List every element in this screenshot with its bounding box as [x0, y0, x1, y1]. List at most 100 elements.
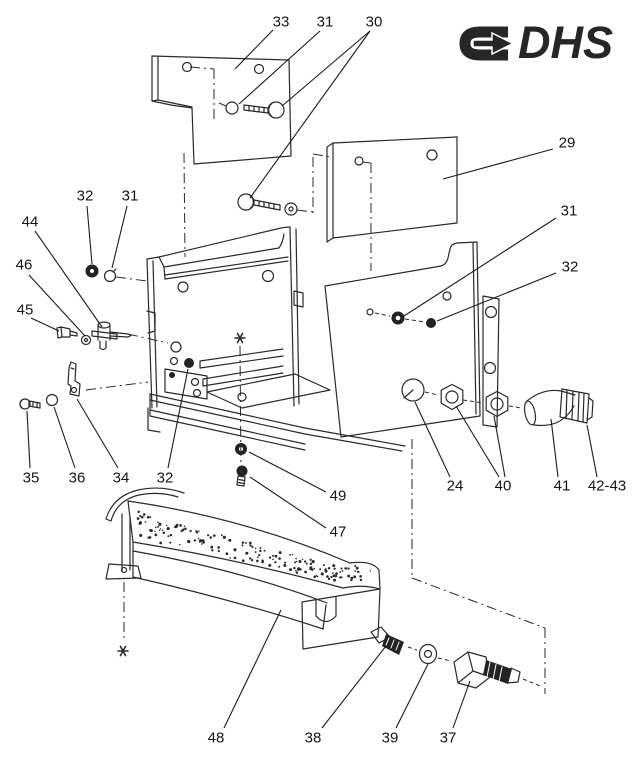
stipple-dot [165, 524, 168, 527]
stipple-dot [319, 568, 322, 571]
stipple-dot [320, 572, 324, 576]
leader-line-47 [249, 476, 327, 529]
leader-line-44 [34, 230, 103, 328]
stipple-dot [316, 575, 319, 578]
stipple-dot [311, 568, 314, 571]
stipple-dot [154, 533, 158, 537]
stipple-dot [284, 561, 287, 564]
leader-line-30 [281, 30, 371, 107]
callout-42-43: 42-43 [588, 478, 626, 495]
stipple-dot [144, 521, 147, 523]
stipple-dot [305, 562, 308, 565]
leader-line-31-right [403, 217, 557, 317]
screw-32-dark [184, 358, 194, 368]
stipple-dot [272, 558, 274, 561]
callout-31-left: 31 [122, 188, 139, 205]
screw-32-right [426, 318, 436, 328]
stipple-dot [233, 556, 237, 560]
washer [284, 202, 298, 216]
stipple-dot [249, 544, 252, 547]
stipple-dot [339, 576, 342, 579]
hole [237, 392, 247, 402]
stipple-dot [256, 556, 259, 559]
leader-line-32-left [86, 205, 93, 265]
stipple-dot [259, 549, 262, 553]
leader-line-40 [455, 405, 500, 478]
stipple-dot [327, 567, 330, 570]
stipple-dot [291, 553, 294, 556]
stipple-dot [340, 567, 343, 570]
floor-rail [202, 365, 284, 387]
leader-line-48 [223, 609, 282, 729]
stipple-dot [272, 554, 275, 557]
callout-39: 39 [382, 730, 399, 747]
callout-46: 46 [16, 257, 33, 274]
leader-line-37 [452, 680, 471, 729]
stipple-dot [179, 524, 182, 527]
leader-line-24 [414, 401, 451, 478]
hole-24 [401, 378, 425, 402]
stipple-dot [313, 575, 317, 579]
stipple-dot [268, 563, 272, 567]
stipple-dot [301, 558, 304, 561]
stipple-dot [254, 547, 257, 550]
stipple-dot [295, 571, 299, 574]
floor-plate [206, 373, 331, 409]
stipple-dot [169, 533, 173, 537]
callout-38: 38 [305, 730, 322, 747]
callout-49: 49 [330, 488, 347, 505]
stipple-dot [199, 541, 201, 543]
hole [366, 308, 374, 316]
hinge-tab [293, 290, 304, 308]
stipple-dot [179, 543, 181, 546]
leader-line-40 [493, 415, 506, 478]
stipple-dot [158, 522, 162, 526]
stipple-dot [359, 575, 362, 578]
stipple-dot [278, 557, 281, 560]
leader-line-46 [28, 274, 86, 337]
leader-line-39 [395, 663, 429, 729]
stipple-dot [250, 558, 254, 562]
stipple-dot [295, 557, 297, 560]
stipple-dot [311, 559, 315, 564]
stipple-dot [174, 524, 178, 528]
stipple-dot [327, 577, 331, 581]
stipple-dot [274, 554, 278, 558]
stipple-dot [181, 528, 185, 532]
leader-line-31-top [238, 30, 321, 105]
stipple-dot [326, 575, 329, 578]
stipple-dot [217, 546, 220, 549]
stipple-dot [359, 578, 363, 582]
leader-line-31-left [111, 205, 128, 269]
screw-head [267, 101, 285, 119]
stipple-dot [313, 567, 316, 570]
stipple-dot [195, 530, 198, 533]
stipple-dot [322, 564, 325, 567]
stipple-dot [139, 533, 143, 537]
stipple-dot [356, 570, 360, 574]
stipple-dot [298, 560, 302, 564]
hole [253, 63, 265, 75]
leader-line-41 [550, 418, 559, 478]
tray-end-plate [301, 588, 381, 650]
callout-31-right: 31 [561, 203, 578, 220]
stipple-dot [309, 562, 313, 566]
hole [426, 149, 438, 161]
stipple-dot [309, 566, 313, 570]
bracket-34 [67, 361, 81, 397]
stipple-dot [217, 549, 220, 553]
arch-notch [315, 596, 337, 623]
screw-35 [19, 398, 41, 410]
stipple-dot [169, 541, 172, 544]
asterisk-marker [234, 332, 246, 344]
stipple-dot [254, 551, 257, 554]
stipple-dot [139, 514, 142, 517]
leader-line-38 [321, 645, 387, 729]
stipple-dot [256, 559, 259, 563]
callout-40: 40 [495, 478, 512, 495]
stipple-dot [207, 534, 210, 537]
stipple-dot [355, 566, 359, 570]
hole [354, 156, 364, 166]
stipple-dot [154, 530, 156, 533]
stipple-dot [289, 568, 293, 572]
